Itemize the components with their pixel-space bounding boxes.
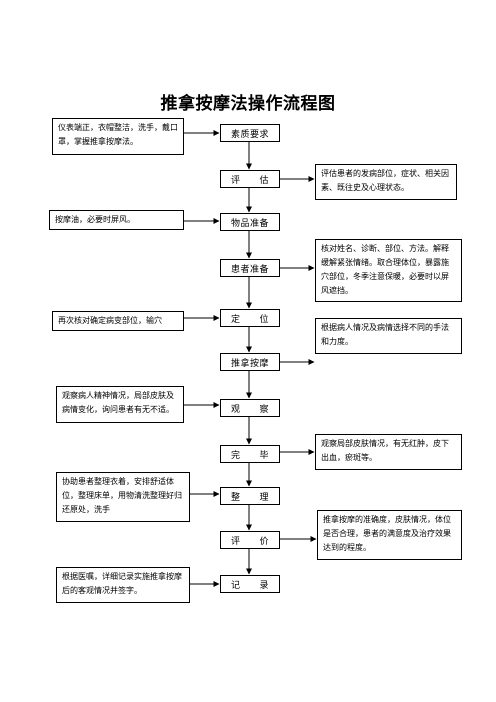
page-title: 推拿按摩法操作流程图 bbox=[160, 94, 336, 114]
note-evaluate: 推拿按摩的准确度，皮肤情况，体位是否合理，患者的满意度及治疗效果达到的程度。 bbox=[317, 510, 462, 560]
note-quality-requirements: 仪表端正，衣帽整洁，洗手，戴口罩，掌握推拿按摩法。 bbox=[52, 118, 184, 155]
note-finish: 观察局部皮肤情况，有无红肿，皮下出血，瘀斑等。 bbox=[315, 434, 462, 470]
step-evaluate: 评 价 bbox=[220, 531, 280, 549]
step-massage: 推拿按摩 bbox=[220, 353, 280, 371]
note-observe: 观察病人精神情况，局部皮肤及病情变化，询问患者有无不适。 bbox=[56, 386, 184, 423]
note-record: 根据医嘱，详细记录实施推拿按摩后的客观情况并签字。 bbox=[56, 567, 190, 603]
note-prepare-items: 按摩油，必要时屏风。 bbox=[49, 210, 184, 230]
step-locate: 定 位 bbox=[220, 309, 280, 327]
step-quality-requirements: 素质要求 bbox=[220, 124, 280, 142]
step-finish: 完 毕 bbox=[220, 445, 280, 463]
step-assessment: 评 估 bbox=[220, 170, 280, 188]
note-assessment: 评估患者的发病部位，症状、相关因素、既往史及心理状态。 bbox=[315, 164, 457, 200]
step-tidy: 整 理 bbox=[220, 487, 280, 505]
step-observe: 观 察 bbox=[220, 399, 280, 417]
step-record: 记 录 bbox=[220, 575, 280, 593]
note-locate: 再次核对确定病变部位，输穴 bbox=[52, 311, 184, 331]
note-prepare-patient: 核对姓名、诊断、部位、方法。解释缓解紧张情绪。取合理体位，暴露施穴部位，冬季注意… bbox=[315, 239, 462, 302]
step-prepare-patient: 患者准备 bbox=[220, 259, 280, 277]
note-tidy: 协助患者整理衣着，安排舒适体位，整理床单，用物清洗整理好归还原处，洗手 bbox=[56, 472, 190, 522]
note-massage: 根据病人情况及病情选择不同的手法和力度。 bbox=[315, 318, 462, 354]
step-prepare-items: 物品准备 bbox=[220, 213, 280, 231]
